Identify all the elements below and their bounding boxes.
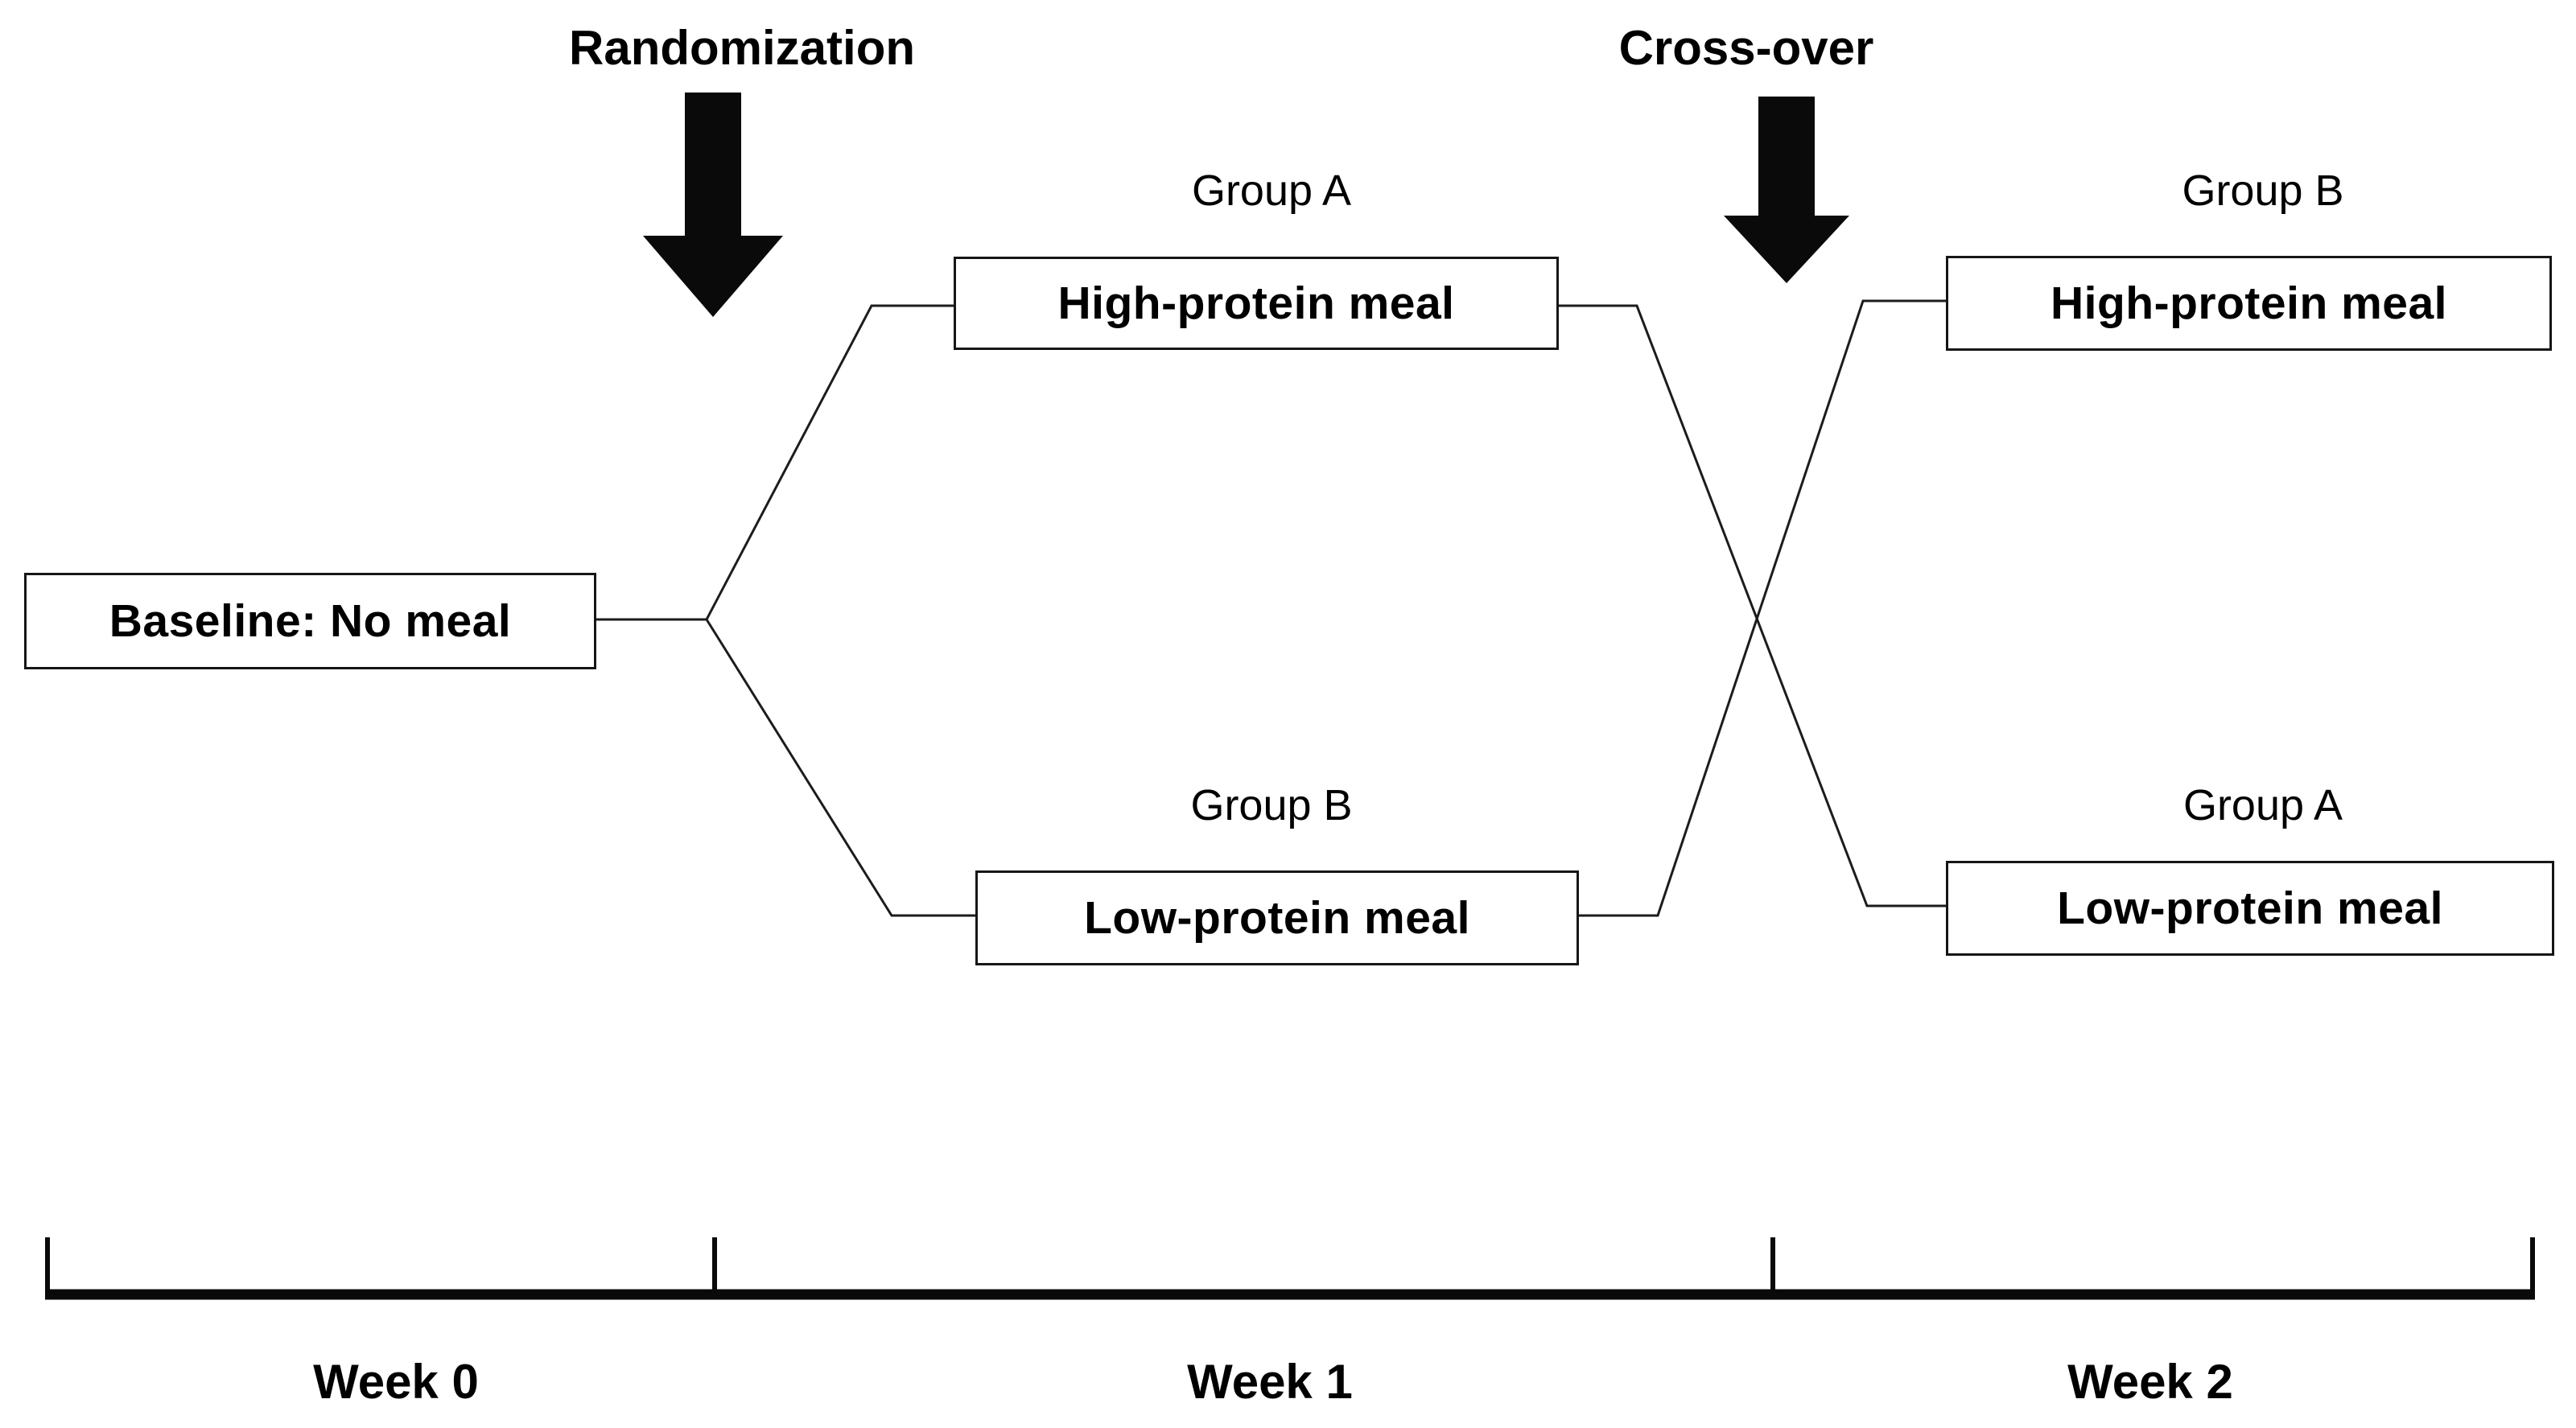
timeline-week1-label: Week 1 bbox=[1187, 1355, 1353, 1409]
week1-bottom-group-label: Group B bbox=[1190, 781, 1353, 829]
connector-crossover-high-to-low bbox=[1554, 304, 1946, 907]
baseline-box: Baseline: No meal bbox=[24, 573, 596, 669]
week1-high-protein-box: High-protein meal bbox=[954, 257, 1559, 350]
week1-top-group-label: Group A bbox=[1191, 167, 1352, 215]
randomization-down-arrow-icon bbox=[643, 93, 783, 317]
crossover-label: Cross-over bbox=[1618, 21, 1874, 75]
connector-crossover-low-to-high bbox=[1574, 299, 1946, 917]
week2-low-protein-box: Low-protein meal bbox=[1946, 861, 2554, 956]
crossover-down-arrow-icon bbox=[1724, 97, 1849, 283]
week2-high-protein-box: High-protein meal bbox=[1946, 256, 2552, 351]
week2-bottom-group-label: Group A bbox=[2182, 781, 2343, 829]
week2-top-group-label: Group B bbox=[2182, 167, 2344, 215]
timeline-week0-label: Week 0 bbox=[313, 1355, 479, 1409]
randomization-label: Randomization bbox=[569, 21, 915, 75]
connector-fork-to-low-protein bbox=[705, 619, 975, 917]
week1-low-protein-box: Low-protein meal bbox=[975, 870, 1579, 965]
timeline-week2-label: Week 2 bbox=[2067, 1355, 2233, 1409]
connector-fork-to-high-protein bbox=[705, 304, 954, 620]
